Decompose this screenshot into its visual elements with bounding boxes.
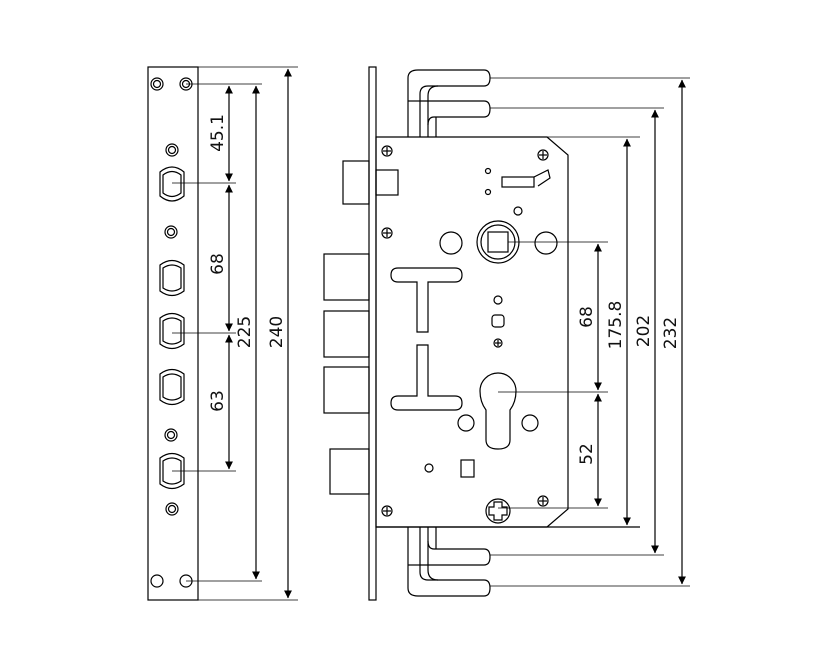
dim-label-52: 52 [577, 443, 597, 465]
dim-label-45-1: 45.1 [208, 114, 228, 152]
dim-label-63: 63 [208, 390, 228, 412]
lock-body-view [323, 66, 640, 601]
faceplate-outline [147, 66, 199, 601]
cylinder-hole [479, 372, 517, 450]
bolt-opening [159, 368, 185, 406]
dim-label-202: 202 [634, 315, 654, 347]
bolt-opening [159, 259, 185, 297]
lock-case [375, 136, 569, 528]
body-extension-lines [490, 77, 690, 587]
dim-label-68-right: 68 [577, 306, 597, 328]
bolt-opening [159, 312, 185, 350]
body-dimension-labels: 68 52 175.8 202 232 [577, 301, 681, 465]
faceplate-dimension-labels: 45.1 68 63 225 240 [208, 114, 287, 412]
latch-bolt [342, 160, 370, 205]
slide-bar [390, 267, 463, 411]
dim-label-68-left: 68 [208, 253, 228, 275]
dim-label-175-8: 175.8 [606, 301, 626, 350]
hole [165, 143, 179, 157]
dim-label-225: 225 [235, 316, 255, 348]
dim-label-240: 240 [267, 316, 287, 348]
deadbolt [329, 448, 370, 495]
top-rod-assembly [407, 69, 491, 137]
hole [164, 428, 178, 442]
hole [164, 225, 178, 239]
deadbolt [323, 310, 370, 358]
faceplate-view [147, 66, 199, 601]
body-dimension-lines [594, 79, 686, 585]
square-spindle-hole [487, 231, 509, 253]
screw-icons [381, 145, 549, 517]
latch-opening [159, 166, 185, 202]
deadbolt [323, 253, 370, 301]
bottom-rod-assembly [407, 527, 491, 597]
screw-hole [150, 574, 164, 588]
deadbolt [323, 366, 370, 414]
faceplate-extension-lines [172, 66, 298, 601]
body-faceplate [368, 66, 377, 601]
dim-label-232: 232 [661, 317, 681, 349]
faceplate-dimension-lines [225, 68, 292, 599]
cross-screw [485, 498, 511, 524]
screw-hole [150, 77, 164, 91]
hole [165, 502, 179, 516]
latch-mechanism [484, 167, 551, 216]
bolt-opening [159, 452, 185, 490]
